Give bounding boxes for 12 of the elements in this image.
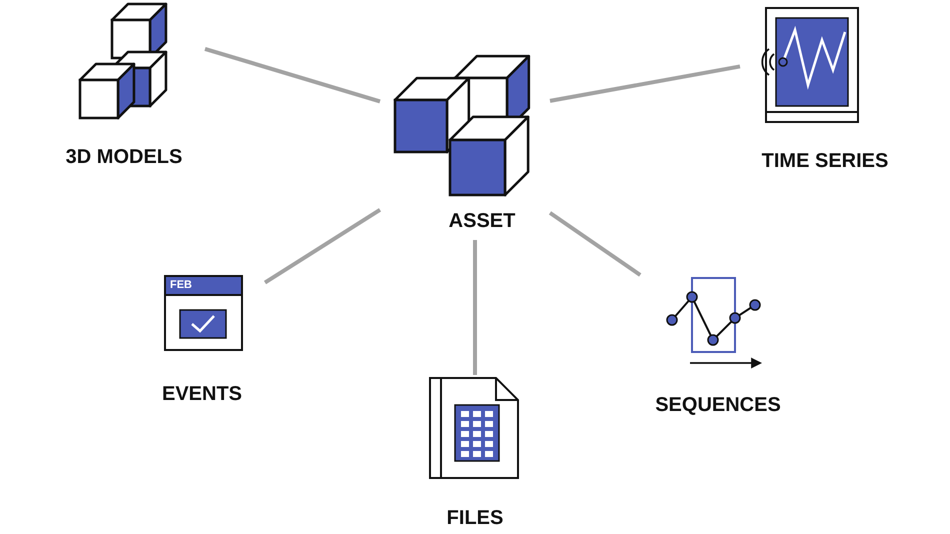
connector-line <box>548 211 642 277</box>
connector-line <box>473 240 477 375</box>
node-label: 3D MODELS <box>66 146 182 169</box>
node-label: SEQUENCES <box>655 394 781 417</box>
node-label: FILES <box>446 507 504 530</box>
connector-line <box>204 46 381 104</box>
node-label: TIME SERIES <box>762 150 888 173</box>
node-label: ASSET <box>448 210 516 233</box>
node-label: EVENTS <box>162 383 242 406</box>
connector-line <box>550 64 740 103</box>
calendar-month: FEB <box>170 279 192 291</box>
connector-line <box>264 208 382 284</box>
